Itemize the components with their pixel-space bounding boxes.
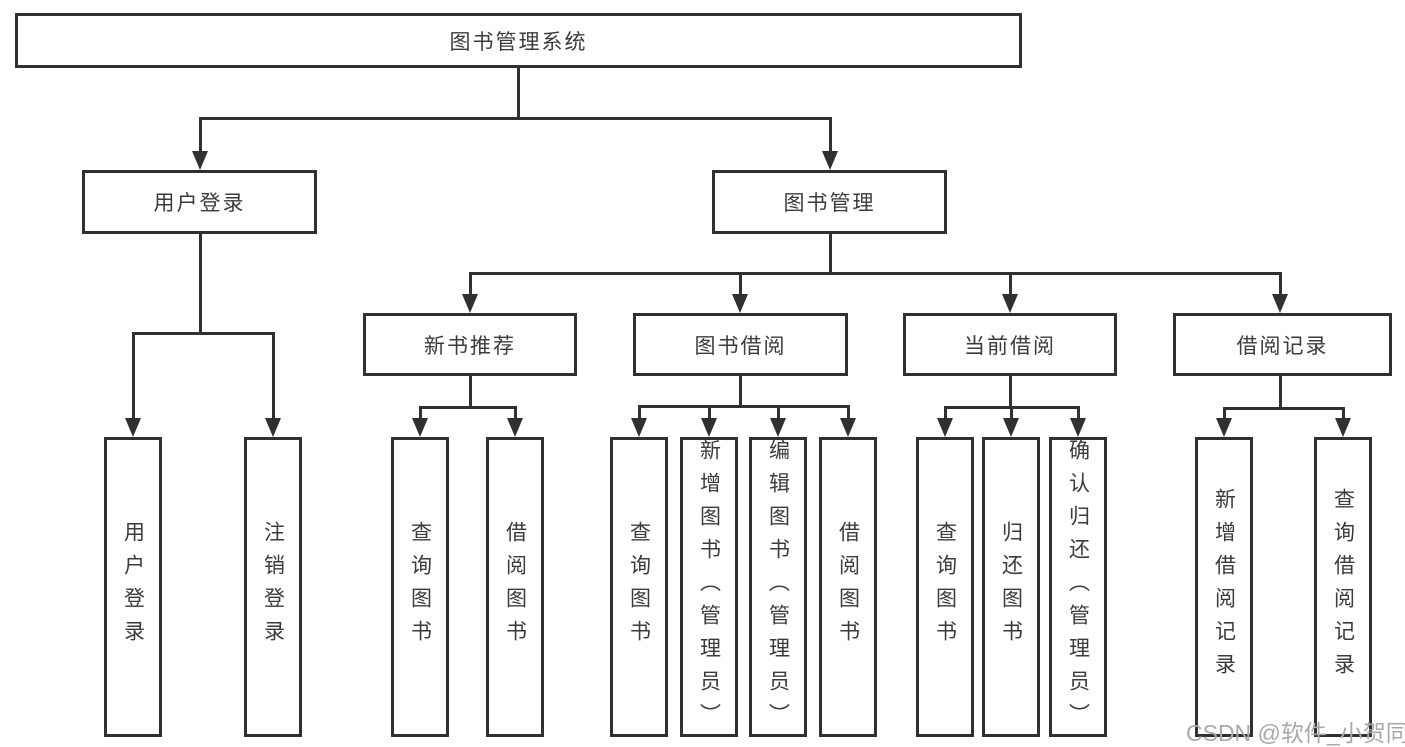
node-label-leaf-user-login: 用户登录: [121, 521, 145, 653]
node-label-leaf-logout: 注销登录: [261, 521, 285, 653]
node-new-book-recommend: 新书推荐: [363, 313, 577, 376]
arrow-down-icon: [840, 418, 856, 437]
arrow-shaft: [1278, 273, 1282, 296]
node-label-borrowing-records: 借阅记录: [1236, 334, 1329, 358]
arrow-shaft: [1222, 408, 1226, 420]
node-leaf-query-book-1: 查询图书: [391, 437, 449, 737]
connector-line: [468, 376, 472, 407]
arrow-shaft: [707, 406, 711, 420]
arrow-shaft: [943, 407, 947, 420]
node-leaf-confirm-return: 确认归还（管理员）: [1049, 437, 1107, 737]
arrow-down-icon: [770, 418, 786, 437]
node-leaf-borrow-book-1: 借阅图书: [486, 437, 544, 737]
connector-line: [637, 404, 850, 408]
connector-line: [516, 68, 520, 118]
node-leaf-edit-book: 编辑图书（管理员）: [749, 437, 807, 737]
node-label-user-login: 用户登录: [153, 192, 246, 215]
arrow-down-icon: [1216, 418, 1232, 437]
node-leaf-query-book-2: 查询图书: [610, 437, 668, 737]
node-label-leaf-confirm-return: 确认归还（管理员）: [1066, 438, 1090, 736]
arrow-down-icon: [701, 418, 717, 437]
arrow-shaft: [846, 406, 850, 420]
connector-line: [131, 331, 275, 335]
arrow-shaft: [468, 273, 472, 296]
arrow-shaft: [1008, 273, 1012, 296]
node-user-login: 用户登录: [82, 170, 317, 234]
arrow-down-icon: [507, 418, 523, 437]
node-book-borrowing: 图书借阅: [633, 313, 848, 376]
arrow-down-icon: [1003, 418, 1019, 437]
arrow-down-icon: [125, 418, 141, 437]
arrow-down-icon: [631, 418, 647, 437]
node-leaf-borrow-book-2: 借阅图书: [819, 437, 877, 737]
node-label-leaf-query-book-1: 查询图书: [408, 521, 432, 653]
arrow-down-icon: [412, 418, 428, 437]
node-label-leaf-edit-book: 编辑图书（管理员）: [766, 438, 790, 736]
node-label-leaf-query-book-2: 查询图书: [627, 521, 651, 653]
node-current-borrowing: 当前借阅: [903, 313, 1117, 376]
connector-line: [1222, 406, 1345, 410]
node-leaf-add-borrow-record: 新增借阅记录: [1195, 437, 1253, 737]
node-leaf-logout: 注销登录: [244, 437, 302, 737]
arrow-down-icon: [1002, 294, 1018, 313]
node-leaf-add-book: 新增图书（管理员）: [680, 437, 738, 737]
arrow-down-icon: [732, 294, 748, 313]
arrow-shaft: [1341, 408, 1345, 420]
arrow-shaft: [828, 118, 832, 153]
node-label-new-book-recommend: 新书推荐: [424, 334, 516, 358]
arrow-down-icon: [1335, 418, 1351, 437]
arrow-shaft: [1076, 407, 1080, 420]
node-leaf-user-login: 用户登录: [104, 437, 162, 737]
connector-line: [418, 405, 517, 409]
connector-line: [198, 234, 202, 333]
arrow-down-icon: [462, 294, 478, 313]
node-label-root: 图书管理系统: [449, 30, 588, 54]
node-root: 图书管理系统: [15, 13, 1022, 68]
node-label-current-borrowing: 当前借阅: [964, 334, 1056, 358]
node-label-leaf-borrow-book-1: 借阅图书: [503, 521, 527, 653]
watermark: CSDN @软件_小贺同学: [1186, 720, 1405, 746]
node-label-book-management: 图书管理: [783, 192, 876, 215]
arrow-shaft: [198, 118, 202, 153]
arrow-shaft: [738, 273, 742, 296]
arrow-shaft: [271, 333, 275, 420]
node-borrowing-records: 借阅记录: [1173, 313, 1392, 376]
node-label-leaf-add-book: 新增图书（管理员）: [697, 438, 721, 736]
node-label-leaf-return-book: 归还图书: [999, 521, 1023, 653]
arrow-shaft: [513, 407, 517, 420]
arrow-shaft: [131, 333, 135, 420]
node-label-leaf-query-book-3: 查询图书: [933, 521, 957, 653]
connector-line: [738, 376, 742, 406]
arrow-down-icon: [265, 418, 281, 437]
arrow-shaft: [776, 406, 780, 420]
arrow-shaft: [1009, 407, 1013, 420]
arrow-down-icon: [822, 151, 838, 170]
node-leaf-query-book-3: 查询图书: [916, 437, 974, 737]
node-label-book-borrowing: 图书借阅: [694, 334, 787, 358]
connector-line: [468, 271, 1282, 275]
connector-line: [198, 116, 832, 120]
node-label-leaf-add-borrow-record: 新增借阅记录: [1212, 488, 1236, 686]
node-label-leaf-borrow-book-2: 借阅图书: [836, 521, 860, 653]
arrow-down-icon: [192, 151, 208, 170]
arrow-down-icon: [1070, 418, 1086, 437]
node-leaf-query-borrow-record: 查询借阅记录: [1314, 437, 1372, 737]
arrow-shaft: [637, 406, 641, 420]
node-leaf-return-book: 归还图书: [982, 437, 1040, 737]
arrow-down-icon: [937, 418, 953, 437]
connector-line: [1008, 376, 1012, 407]
arrow-down-icon: [1272, 294, 1288, 313]
connector-line: [1278, 376, 1282, 408]
node-label-leaf-query-borrow-record: 查询借阅记录: [1331, 488, 1355, 686]
connector-line: [828, 234, 832, 273]
node-book-management: 图书管理: [712, 170, 947, 234]
arrow-shaft: [418, 407, 422, 420]
